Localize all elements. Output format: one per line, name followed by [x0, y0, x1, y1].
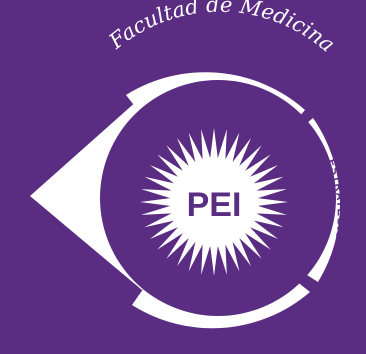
sunburst-icon — [140, 128, 288, 276]
center-label: PEI — [187, 186, 242, 224]
